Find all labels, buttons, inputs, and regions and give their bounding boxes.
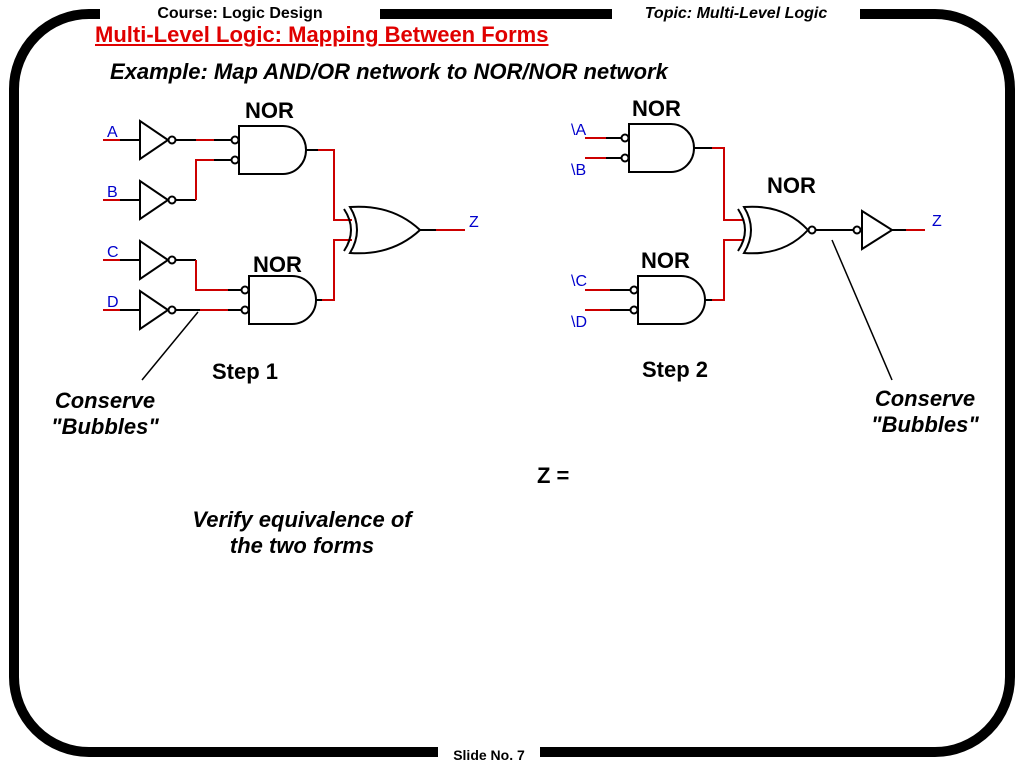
step1-nor-bottom-label: NOR bbox=[253, 252, 302, 277]
step2-output-z: Z bbox=[932, 213, 942, 230]
course-label: Course: Logic Design bbox=[100, 5, 380, 23]
inverter-a bbox=[139, 119, 177, 161]
step1-and-bottom bbox=[248, 275, 317, 325]
step2-label: Step 2 bbox=[642, 357, 709, 382]
step2-or bbox=[742, 205, 810, 255]
inverter-c bbox=[139, 239, 177, 281]
step1-input-a: A bbox=[107, 124, 118, 141]
topic-label: Topic: Multi-Level Logic bbox=[612, 5, 860, 23]
step2-input-not-b: \B bbox=[571, 162, 587, 179]
step2-and-top bbox=[628, 123, 695, 173]
step2-output-inverter bbox=[861, 209, 894, 251]
step2-nor-bottom-label: NOR bbox=[641, 248, 690, 273]
step1-input-d: D bbox=[107, 294, 119, 311]
step2-input-not-a: \A bbox=[571, 122, 587, 139]
step1-circuit bbox=[103, 119, 465, 381]
verify-note: Verify equivalence of the two forms bbox=[192, 507, 412, 558]
slide-title: Multi-Level Logic: Mapping Between Forms bbox=[95, 22, 549, 47]
step2-nor-mid-label: NOR bbox=[767, 173, 816, 198]
step1-conserve-note: Conserve "Bubbles" bbox=[51, 388, 159, 439]
step1-or bbox=[348, 205, 422, 255]
step1-label: Step 1 bbox=[212, 359, 279, 384]
z-equals: Z = bbox=[537, 463, 570, 488]
step2-and-bottom bbox=[637, 275, 706, 325]
step2-input-not-d: \D bbox=[571, 314, 587, 331]
step2-nor-top-label: NOR bbox=[632, 96, 681, 121]
step1-and-top bbox=[238, 125, 307, 175]
step1-input-c: C bbox=[107, 244, 119, 261]
step2-circuit bbox=[585, 123, 925, 381]
slide-frame bbox=[9, 9, 1015, 757]
inverter-b bbox=[139, 179, 177, 221]
slide-subtitle: Example: Map AND/OR network to NOR/NOR n… bbox=[110, 59, 668, 84]
step1-output-z: Z bbox=[469, 214, 479, 231]
step2-conserve-note: Conserve "Bubbles" bbox=[871, 386, 979, 437]
step2-input-not-c: \C bbox=[571, 273, 587, 290]
inverter-d bbox=[139, 289, 177, 331]
step1-nor-top-label: NOR bbox=[245, 98, 294, 123]
slide-number: Slide No. 7 bbox=[438, 747, 540, 763]
step1-input-b: B bbox=[107, 184, 118, 201]
